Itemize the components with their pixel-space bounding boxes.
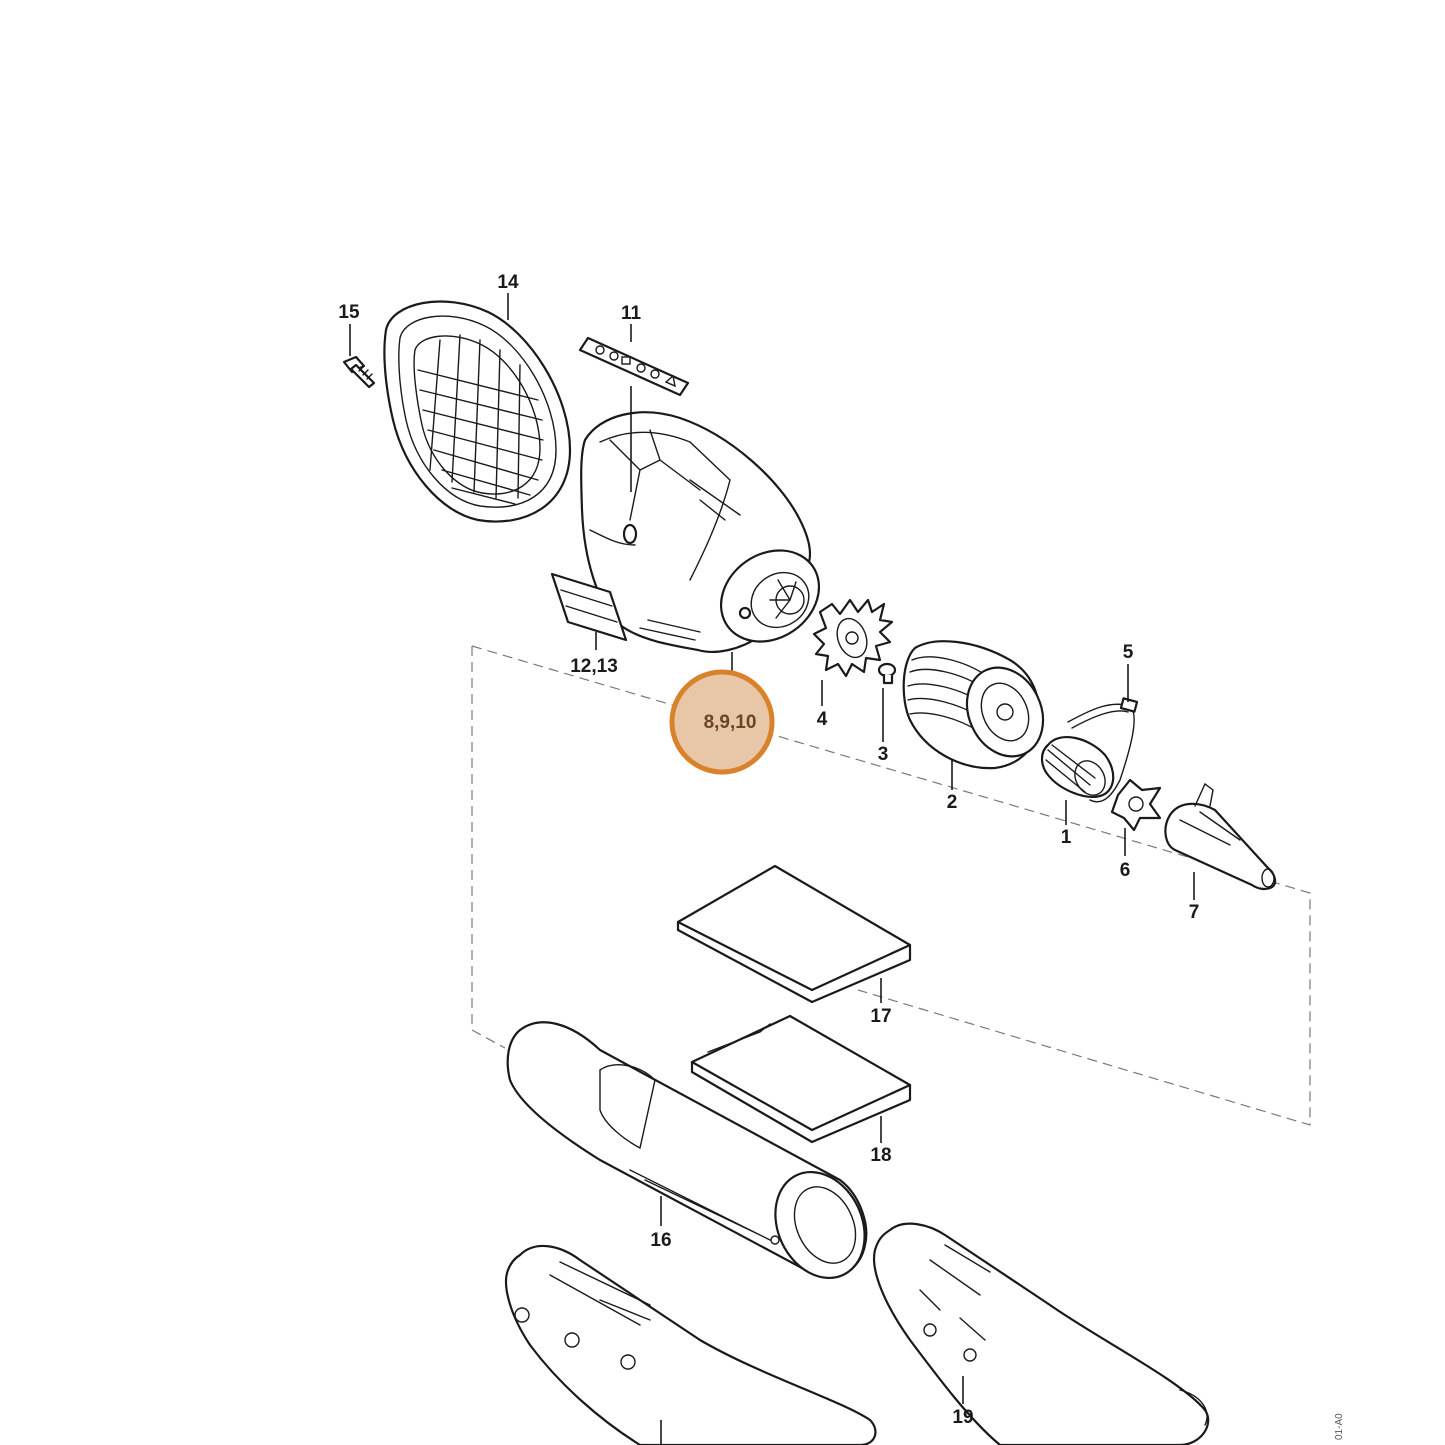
callout-7: 7 (1189, 902, 1200, 923)
assembly-boundary (471, 645, 1311, 1126)
drawing-code: 01-A0 (1334, 1413, 1345, 1440)
part-8-9-10-blower-housing[interactable] (580, 411, 837, 660)
part-18-filter-sheet[interactable] (690, 1014, 912, 1144)
part-4-impeller[interactable] (812, 598, 894, 678)
callout-6: 6 (1120, 860, 1131, 881)
callout-2: 2 (947, 792, 958, 813)
callout-16: 16 (650, 1230, 671, 1251)
part-3-screw[interactable] (877, 662, 897, 685)
callout-12-13: 12,13 (570, 656, 618, 677)
part-7-nose-cone[interactable] (1164, 782, 1277, 891)
callout-11: 11 (621, 303, 642, 324)
callout-14: 14 (497, 272, 519, 293)
part-11-warning-label[interactable] (578, 336, 690, 397)
callout-19: 19 (952, 1407, 973, 1428)
part-6-fan[interactable] (1110, 778, 1162, 832)
callout-15: 15 (338, 302, 360, 323)
callout-3: 3 (878, 744, 889, 765)
part-1-motor[interactable] (1040, 736, 1115, 801)
callout-18: 18 (870, 1145, 891, 1166)
callout-4: 4 (817, 709, 828, 730)
part-2-motor-housing[interactable] (902, 640, 1057, 770)
part-14-intake-grille[interactable] (383, 300, 572, 523)
part-15-screw[interactable] (342, 355, 376, 389)
callout-17: 17 (870, 1006, 891, 1027)
part-19-nozzle-tubes[interactable] (504, 1222, 1210, 1445)
part-17-filter-sheet[interactable] (676, 864, 912, 1004)
callout-8-9-10[interactable]: 8,9,10 (704, 712, 757, 733)
part-12-13-label[interactable] (550, 572, 628, 642)
callout-5: 5 (1123, 642, 1134, 663)
part-5-wiring-harness[interactable] (1067, 697, 1139, 803)
highlight-marker (669, 669, 775, 775)
part-16-blower-tube[interactable] (506, 1021, 882, 1292)
callout-1: 1 (1061, 827, 1072, 848)
